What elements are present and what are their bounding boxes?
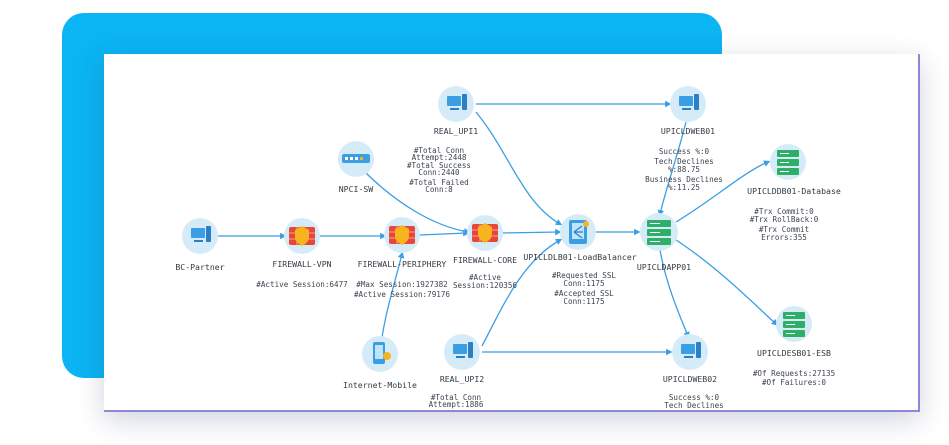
active-session-value: Session:120356	[453, 281, 517, 290]
svg-text:Business Declines: Business Declines	[645, 175, 723, 184]
edge-firewallcore-loadbalancer	[501, 228, 562, 236]
node-label: FIREWALL-CORE	[453, 255, 517, 265]
tech-declines-stat: Tech Declines	[664, 401, 723, 410]
upiclddb01-database-node[interactable]: UPICLDDB01-Database #Trx Commit:0 #Trx R…	[747, 144, 841, 242]
edge-realupi2-loadbalancer	[481, 238, 563, 347]
svg-text:#Total Conn: #Total Conn	[414, 146, 464, 155]
node-label: UPICLDWEB02	[663, 374, 717, 384]
real-upi1-node[interactable]: REAL_UPI1 #Total Conn Attempt:2448 #Tota…	[407, 86, 478, 194]
upicldweb01-node[interactable]: UPICLDWEB01 Success %:0 Tech Declines %:…	[645, 86, 723, 192]
node-label: UPICLDWEB01	[661, 126, 715, 136]
svg-text:#Total Failed: #Total Failed	[409, 178, 468, 187]
real-upi2-node[interactable]: REAL_UPI2 #Total Conn Attempt:1886	[429, 334, 485, 409]
node-label: Internet-Mobile	[343, 380, 417, 390]
internet-mobile-node[interactable]: Internet-Mobile	[343, 336, 417, 390]
requests-stat: #Of Requests:27135	[753, 369, 835, 378]
monitor-icon	[453, 342, 473, 358]
requested-ssl-value: Conn:1175	[563, 279, 604, 288]
upicldesb01-esb-node[interactable]: UPICLDESB01-ESB #Of Requests:27135 #Of F…	[753, 306, 835, 387]
firewall-vpn-node[interactable]: FIREWALL-VPN #Active Session:6477	[256, 218, 348, 289]
monitor-icon	[191, 226, 211, 242]
accepted-ssl-stat: #Accepted SSL	[554, 289, 614, 298]
node-label: UPICLDESB01-ESB	[757, 348, 831, 358]
firewall-icon	[289, 226, 315, 246]
edge-firewallperiphery-firewallcore	[419, 229, 470, 237]
requested-ssl-stat: #Requested SSL	[552, 271, 616, 280]
active-session-stat: #Active	[469, 273, 501, 282]
network-topology-diagram: BC-Partner FIREWALL-VPN #Active Session:…	[175, 86, 841, 410]
svg-text:#Total Success: #Total Success	[407, 161, 471, 170]
success-stat: Success %:0	[669, 393, 720, 402]
monitor-icon	[681, 342, 701, 358]
upicldapp01-node[interactable]: UPICLDAPP01	[637, 213, 691, 272]
load-balancer-icon	[569, 220, 589, 244]
monitor-icon	[447, 94, 467, 110]
monitor-icon	[679, 94, 699, 110]
edge-upicldweb01-upicldapp01	[657, 121, 687, 217]
accepted-ssl-value: Conn:1175	[563, 297, 604, 306]
svg-text:#Trx Commit: #Trx Commit	[759, 225, 809, 234]
node-label: UPICLDDB01-Database	[747, 186, 841, 196]
edge-upicldapp01-upicldesb01	[675, 239, 778, 326]
switch-icon	[342, 154, 370, 163]
firewall-icon	[389, 225, 415, 245]
svg-text:Attempt:2448: Attempt:2448	[412, 153, 467, 162]
real-upi1-stats: #Total Conn Attempt:2448 #Total Success …	[407, 146, 471, 194]
server-icon	[783, 312, 805, 337]
npci-sw-node[interactable]: NPCI-SW	[338, 141, 374, 194]
node-label: UPICLDLB01-LoadBalancer	[523, 252, 636, 262]
firewall-periphery-node[interactable]: FIREWALL-PERIPHERY #Max Session:1927382 …	[354, 217, 450, 299]
firewall-icon	[472, 223, 498, 243]
svg-text:#Trx RollBack:0: #Trx RollBack:0	[750, 215, 819, 224]
topology-panel: BC-Partner FIREWALL-VPN #Active Session:…	[104, 54, 920, 412]
upicldweb01-stats: Success %:0 Tech Declines %:88.75 Busine…	[645, 147, 723, 192]
node-label: NPCI-SW	[339, 184, 374, 194]
load-balancer-node[interactable]: UPICLDLB01-LoadBalancer #Requested SSL C…	[523, 214, 637, 306]
upiclddb01-stats: #Trx Commit:0 #Trx RollBack:0 #Trx Commi…	[750, 207, 819, 242]
mobile-icon	[373, 342, 391, 364]
svg-text:%:88.75: %:88.75	[668, 165, 700, 174]
connection-lines	[218, 100, 778, 356]
edge-realupi1-loadbalancer	[475, 111, 563, 226]
svg-text:Conn:8: Conn:8	[425, 185, 453, 194]
edge-npcisw-firewallcore	[359, 166, 471, 235]
active-session-stat: #Active Session:79176	[354, 290, 450, 299]
node-label: REAL_UPI1	[434, 126, 478, 136]
database-icon	[777, 150, 799, 175]
edge-upicldapp01-upiclddb01	[675, 160, 771, 223]
edge-upicldapp01-upicldweb02	[659, 249, 690, 339]
attempt-stat: Attempt:1886	[429, 400, 484, 409]
firewall-core-node[interactable]: FIREWALL-CORE #Active Session:120356	[453, 215, 517, 290]
node-label: FIREWALL-VPN	[272, 259, 331, 269]
active-session-stat: #Active Session:6477	[256, 280, 347, 289]
failures-stat: #Of Failures:0	[762, 378, 826, 387]
node-label: REAL_UPI2	[440, 374, 484, 384]
svg-text:%:11.25: %:11.25	[668, 183, 700, 192]
total-conn-stat: #Total Conn	[431, 393, 481, 402]
svg-text:Tech Declines: Tech Declines	[654, 157, 713, 166]
svg-text:Errors:355: Errors:355	[761, 233, 807, 242]
svg-text:Success %:0: Success %:0	[659, 147, 710, 156]
node-label: BC-Partner	[175, 262, 224, 272]
server-icon	[647, 220, 671, 245]
upicldweb02-node[interactable]: UPICLDWEB02 Success %:0 Tech Declines	[663, 334, 724, 410]
svg-text:Conn:2440: Conn:2440	[418, 168, 460, 177]
max-session-stat: #Max Session:1927382	[356, 280, 447, 289]
node-label: UPICLDAPP01	[637, 262, 691, 272]
bc-partner-node[interactable]: BC-Partner	[175, 218, 225, 272]
node-label: FIREWALL-PERIPHERY	[358, 259, 447, 269]
svg-text:#Trx Commit:0: #Trx Commit:0	[754, 207, 814, 216]
